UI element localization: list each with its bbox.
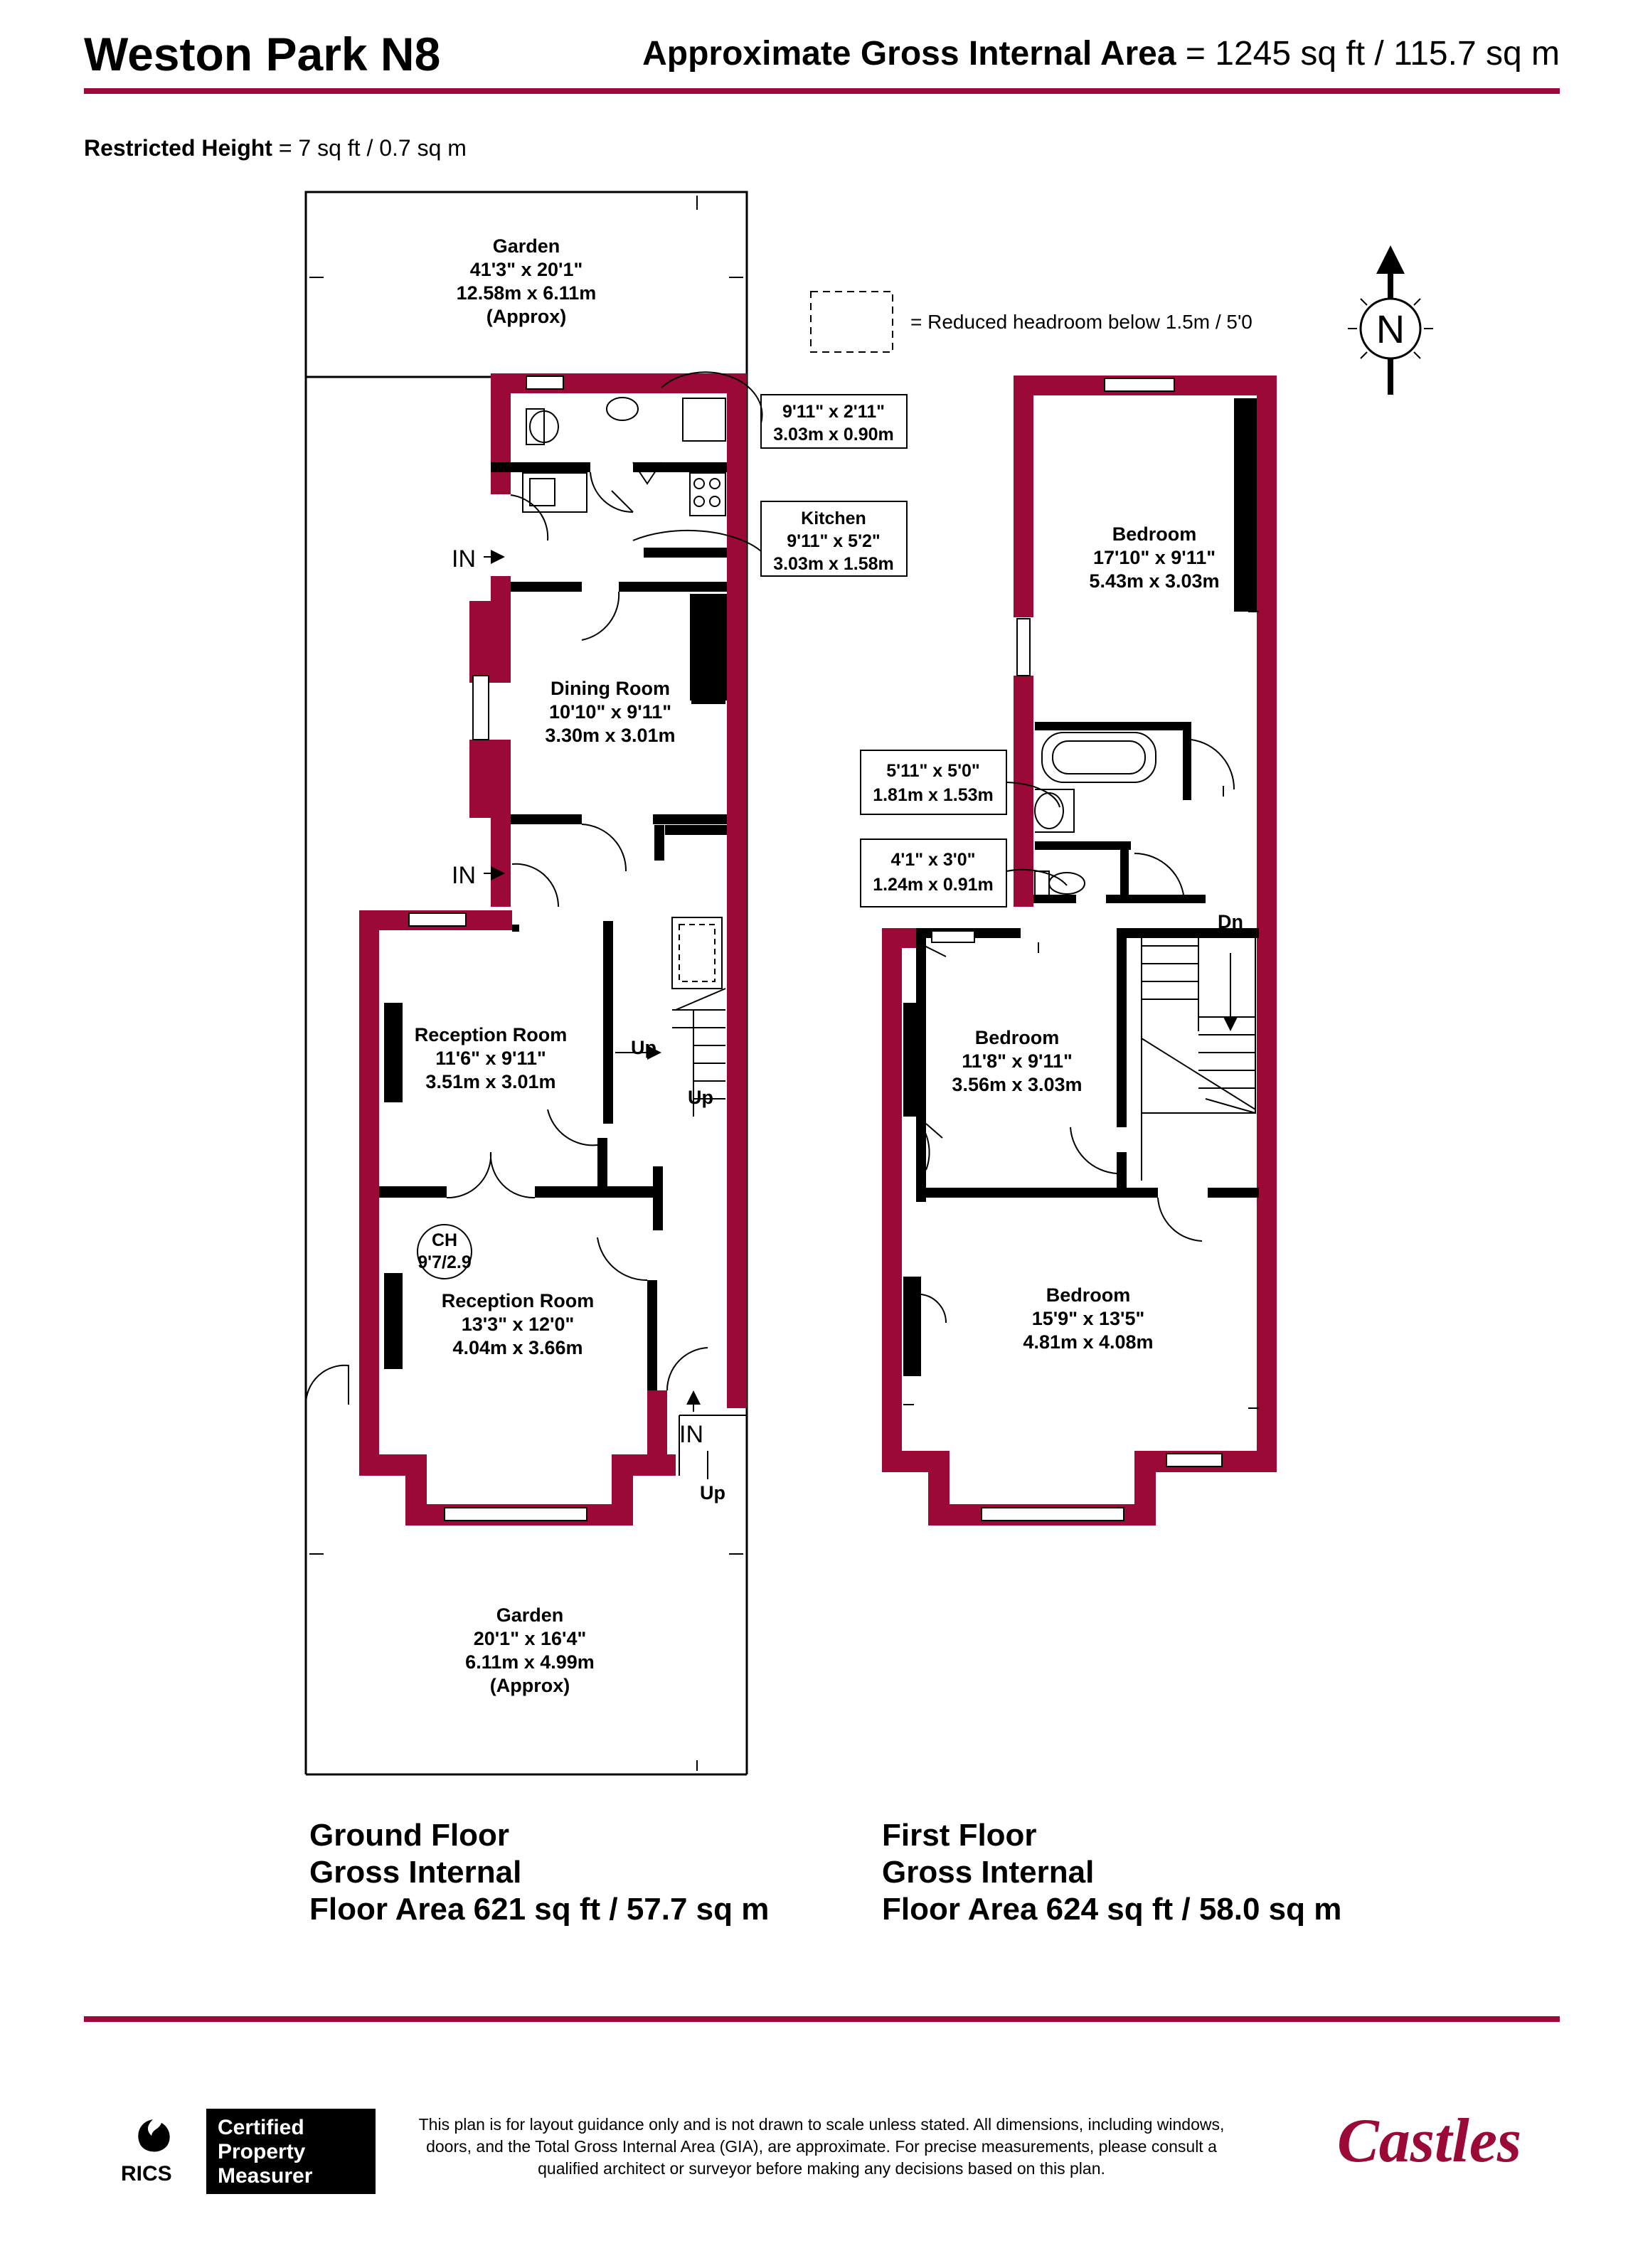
gia-label: Approximate Gross Internal Area xyxy=(642,35,1176,73)
first-floor-windows xyxy=(931,378,1223,1521)
restricted-height: Restricted Height = 7 sq ft / 0.7 sq m xyxy=(84,135,467,161)
certified-property-measurer-badge: Certified Property Measurer xyxy=(206,2109,376,2194)
reception2-imperial: 13'3" x 12'0" xyxy=(462,1314,575,1335)
ground-floor-windows xyxy=(408,376,587,1521)
rear-garden-metric: 12.58m x 6.11m xyxy=(457,282,597,304)
ground-floor-summary-line1: Ground Floor xyxy=(309,1818,510,1853)
wc-metric: 1.24m x 0.91m xyxy=(873,875,994,895)
kitchen-imperial: 9'11" x 5'2" xyxy=(787,531,881,551)
first-floor-fixtures xyxy=(903,732,1235,1405)
down-label: Dn xyxy=(1218,911,1243,932)
footer-rule xyxy=(84,2016,1560,2022)
bedroom-mid-metric: 3.56m x 3.03m xyxy=(952,1074,1082,1095)
cert-line3: Measurer xyxy=(218,2164,313,2188)
restricted-label: Restricted Height xyxy=(84,135,272,161)
ch-circle xyxy=(417,1224,472,1279)
ch-height: 9'7/2.9 xyxy=(418,1252,471,1272)
garden-markers xyxy=(309,196,743,1771)
dining-room-metric: 3.30m x 3.01m xyxy=(545,725,675,746)
first-floor-markers xyxy=(1038,403,1259,1409)
bedroom-rear-imperial: 17'10" x 9'11" xyxy=(1093,547,1216,568)
kitchen-fixtures xyxy=(304,397,726,1405)
ground-floor-summary-line3: Floor Area 621 sq ft / 57.7 sq m xyxy=(309,1892,770,1927)
front-garden-imperial: 20'1" x 16'4" xyxy=(474,1628,587,1649)
compass-circle xyxy=(1359,297,1422,360)
front-garden-metric: 6.11m x 4.99m xyxy=(465,1651,595,1673)
up-label-1: Up xyxy=(631,1037,656,1058)
utility-leader xyxy=(661,371,763,424)
compass-north-label: N xyxy=(1376,307,1405,351)
cert-line1: Certified xyxy=(218,2116,304,2139)
cert-line2: Property xyxy=(218,2140,306,2163)
reduced-headroom-swatch xyxy=(810,291,893,353)
reception2-name: Reception Room xyxy=(442,1290,595,1311)
reduced-headroom-label: = Reduced headroom below 1.5m / 5'0 xyxy=(910,311,1253,333)
dining-room-name: Dining Room xyxy=(551,678,670,699)
kitchen-leader xyxy=(632,529,762,552)
bathroom-leader xyxy=(1006,782,1060,808)
first-floor-summary: First Floor Gross Internal Floor Area 62… xyxy=(882,1817,1341,1928)
disclaimer: This plan is for layout guidance only an… xyxy=(418,2115,1225,2178)
kitchen-dim-box xyxy=(760,501,908,577)
wc-imperial: 4'1" x 3'0" xyxy=(890,850,975,870)
rear-garden-name: Garden xyxy=(493,235,560,257)
rics-label: RICS xyxy=(121,2162,172,2186)
first-floor-summary-line2: Gross Internal xyxy=(882,1855,1095,1890)
front-garden-note: (Approx) xyxy=(490,1675,570,1696)
header-rule xyxy=(84,88,1560,94)
restricted-value: = 7 sq ft / 0.7 sq m xyxy=(272,135,467,161)
utility-metric: 3.03m x 0.90m xyxy=(773,425,894,444)
bathroom-metric: 1.81m x 1.53m xyxy=(873,785,994,805)
gross-internal-area: Approximate Gross Internal Area = 1245 s… xyxy=(642,34,1560,73)
first-floor-internal-walls xyxy=(903,398,1259,1376)
floor-plan: Garden 41'3" x 20'1" 12.58m x 6.11m (App… xyxy=(304,191,1433,1776)
ground-floor-labels: Garden 41'3" x 20'1" 12.58m x 6.11m (App… xyxy=(415,235,725,1696)
castles-logo: Castles xyxy=(1337,2107,1522,2176)
up-label-2: Up xyxy=(688,1087,713,1108)
bedroom-front-metric: 4.81m x 4.08m xyxy=(1023,1331,1153,1353)
bathroom-imperial: 5'11" x 5'0" xyxy=(886,761,980,781)
compass-arrowhead xyxy=(1376,245,1405,274)
entry-label-2: IN xyxy=(452,862,476,889)
chimney-breasts xyxy=(691,597,725,704)
front-garden-name: Garden xyxy=(496,1604,564,1626)
first-floor-stairs xyxy=(1141,931,1256,1181)
ground-floor-summary: Ground Floor Gross Internal Floor Area 6… xyxy=(309,1817,769,1928)
rear-garden-note: (Approx) xyxy=(486,306,566,327)
ch-label: CH xyxy=(432,1230,457,1250)
first-floor-labels: Bedroom 17'10" x 9'11" 5.43m x 3.03m Bed… xyxy=(952,523,1243,1353)
entry-label-3: IN xyxy=(679,1421,703,1448)
first-floor-summary-line1: First Floor xyxy=(882,1818,1037,1853)
ground-floor-stairs xyxy=(615,917,747,1479)
wc-leader xyxy=(1006,868,1068,886)
reception1-metric: 3.51m x 3.01m xyxy=(425,1071,555,1092)
compass: N xyxy=(1348,245,1433,395)
reception1-name: Reception Room xyxy=(415,1024,568,1045)
bedroom-rear-metric: 5.43m x 3.03m xyxy=(1089,570,1219,592)
first-floor-walls xyxy=(882,376,1277,1526)
bedroom-front-name: Bedroom xyxy=(1046,1284,1131,1306)
reception2-metric: 4.04m x 3.66m xyxy=(452,1337,583,1358)
rics-lion-icon xyxy=(138,2119,170,2152)
bedroom-mid-name: Bedroom xyxy=(975,1027,1060,1048)
wc-dim-box xyxy=(860,838,1007,907)
ground-floor-summary-line2: Gross Internal xyxy=(309,1855,522,1890)
ground-floor-walls xyxy=(359,373,747,1526)
reception1-imperial: 11'6" x 9'11" xyxy=(435,1048,546,1069)
gia-value: = 1245 sq ft / 115.7 sq m xyxy=(1176,35,1560,73)
entry-label-1: IN xyxy=(452,545,476,573)
kitchen-metric: 3.03m x 1.58m xyxy=(773,554,894,574)
kitchen-name: Kitchen xyxy=(801,509,866,528)
bedroom-mid-imperial: 11'8" x 9'11" xyxy=(962,1050,1073,1072)
property-title: Weston Park N8 xyxy=(84,28,441,80)
rear-garden-imperial: 41'3" x 20'1" xyxy=(470,259,583,280)
dining-room-imperial: 10'10" x 9'11" xyxy=(549,701,671,723)
first-floor-summary-line3: Floor Area 624 sq ft / 58.0 sq m xyxy=(882,1892,1342,1927)
bedroom-rear-name: Bedroom xyxy=(1112,523,1197,545)
bedroom-front-imperial: 15'9" x 13'5" xyxy=(1032,1308,1145,1329)
utility-imperial: 9'11" x 2'11" xyxy=(782,402,885,422)
up-label-3: Up xyxy=(700,1482,725,1503)
